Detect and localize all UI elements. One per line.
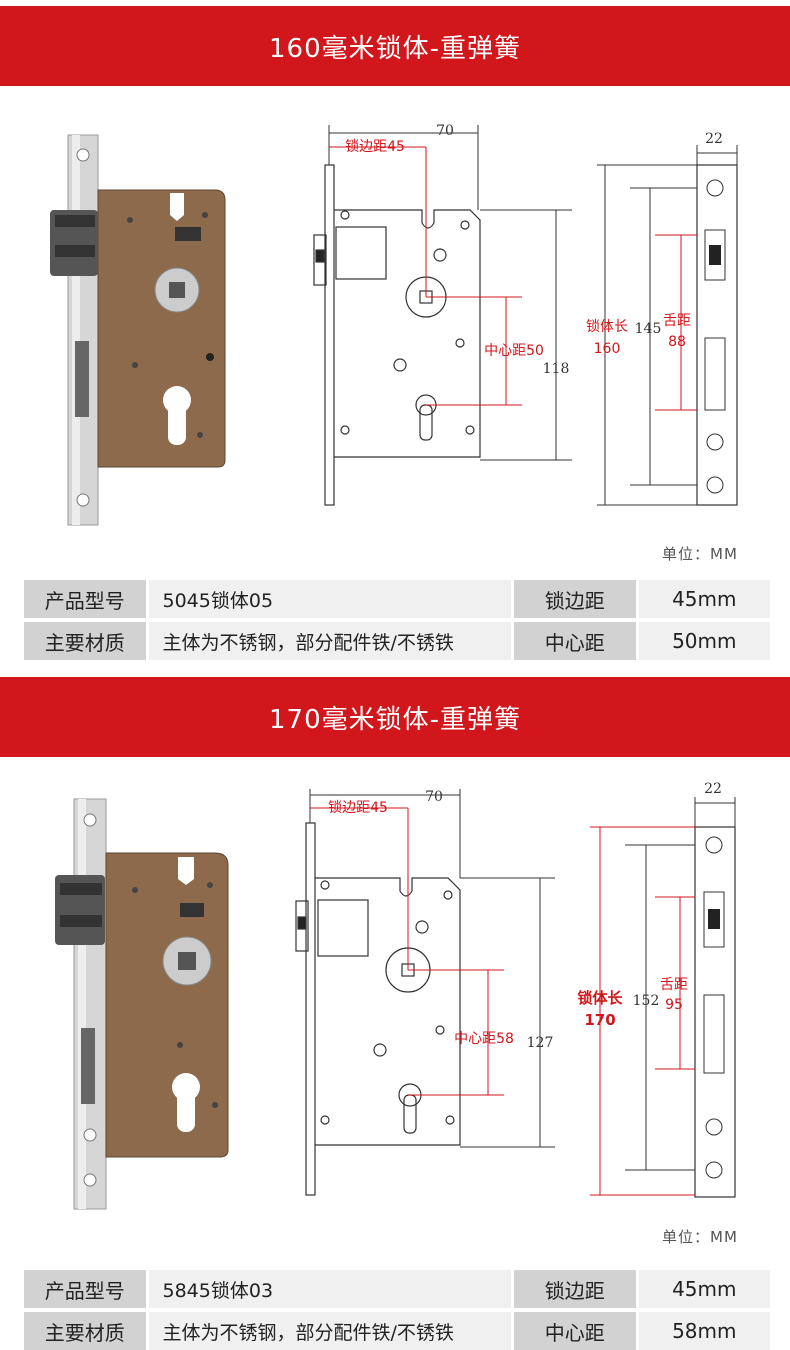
dim-faceplate-width: 22 [705, 131, 723, 147]
spec-table: 产品型号 5045锁体05 锁边距 45mm 主要材质 主体为不锈钢，部分配件铁… [24, 580, 770, 664]
front-drawing [295, 822, 461, 1196]
center-value: 58mm [638, 1312, 770, 1350]
dim-lock-length-value: 170 [584, 1011, 615, 1029]
dim-width-total: 70 [436, 123, 454, 139]
faceplate-drawing: 22 145 舌距 88 锁体长 160 [586, 131, 738, 506]
dim-body-height: 127 [527, 1035, 554, 1051]
lock-figure: 70 锁边距45 中心距50 118 [0, 105, 790, 565]
lock-product-photo [50, 134, 226, 526]
center-value: 50mm [638, 622, 770, 660]
table-row: 产品型号 5845锁体03 锁边距 45mm [24, 1270, 770, 1308]
material-label: 主要材质 [24, 1312, 146, 1350]
front-drawing [313, 164, 481, 506]
section-160: 160毫米锁体-重弹簧 [0, 6, 790, 664]
dim-screw-distance: 152 [633, 993, 660, 1009]
dim-bolt-label: 舌距 [663, 313, 691, 329]
backset-value: 45mm [638, 1270, 770, 1308]
dim-bolt-value: 95 [665, 997, 683, 1013]
model-label: 产品型号 [24, 580, 146, 618]
dim-screw-distance: 145 [635, 321, 662, 337]
dim-backset: 锁边距45 [345, 139, 405, 155]
dim-lock-length-value: 160 [594, 341, 621, 357]
dim-bolt-value: 88 [668, 334, 686, 350]
lock-figure: 70 锁边距45 中心距58 127 [0, 775, 790, 1215]
lock-product-photo [55, 798, 229, 1210]
table-row: 主要材质 主体为不锈钢，部分配件铁/不锈铁 中心距 58mm [24, 1312, 770, 1350]
model-value: 5845锁体03 [148, 1270, 512, 1308]
material-label: 主要材质 [24, 622, 146, 660]
lock-drawings: 70 锁边距45 中心距50 118 [50, 123, 738, 526]
center-label: 中心距 [514, 622, 636, 660]
dim-body-height: 118 [543, 361, 570, 377]
center-label: 中心距 [514, 1312, 636, 1350]
dim-lock-length-label: 锁体长 [577, 989, 623, 1007]
model-label: 产品型号 [24, 1270, 146, 1308]
dim-width-total: 70 [425, 789, 443, 805]
table-row: 主要材质 主体为不锈钢，部分配件铁/不锈铁 中心距 50mm [24, 622, 770, 660]
table-row: 产品型号 5045锁体05 锁边距 45mm [24, 580, 770, 618]
dim-center: 中心距58 [454, 1031, 514, 1047]
backset-label: 锁边距 [514, 1270, 636, 1308]
front-dimensions: 70 锁边距45 中心距50 118 [328, 123, 572, 461]
section-170: 170毫米锁体-重弹簧 [0, 675, 790, 1350]
model-value: 5045锁体05 [148, 580, 512, 618]
backset-value: 45mm [638, 580, 770, 618]
material-value: 主体为不锈钢，部分配件铁/不锈铁 [148, 1312, 512, 1350]
spec-table: 产品型号 5845锁体03 锁边距 45mm 主要材质 主体为不锈钢，部分配件铁… [24, 1270, 770, 1350]
section-title-banner: 170毫米锁体-重弹簧 [0, 677, 790, 757]
dim-backset: 锁边距45 [328, 800, 388, 816]
backset-label: 锁边距 [514, 580, 636, 618]
unit-label: 单位：MM [662, 1228, 738, 1246]
section-title-banner: 160毫米锁体-重弹簧 [0, 6, 790, 86]
material-value: 主体为不锈钢，部分配件铁/不锈铁 [148, 622, 512, 660]
front-dimensions: 70 锁边距45 中心距58 127 [309, 789, 555, 1148]
dim-center: 中心距50 [484, 343, 544, 359]
dim-bolt-label: 舌距 [660, 977, 688, 993]
lock-drawings: 70 锁边距45 中心距58 127 [55, 781, 736, 1210]
unit-label: 单位：MM [662, 545, 738, 563]
dim-faceplate-width: 22 [704, 781, 722, 797]
faceplate-drawing: 22 152 舌距 95 锁体长 170 [577, 781, 736, 1198]
dim-lock-length-label: 锁体长 [586, 319, 628, 335]
